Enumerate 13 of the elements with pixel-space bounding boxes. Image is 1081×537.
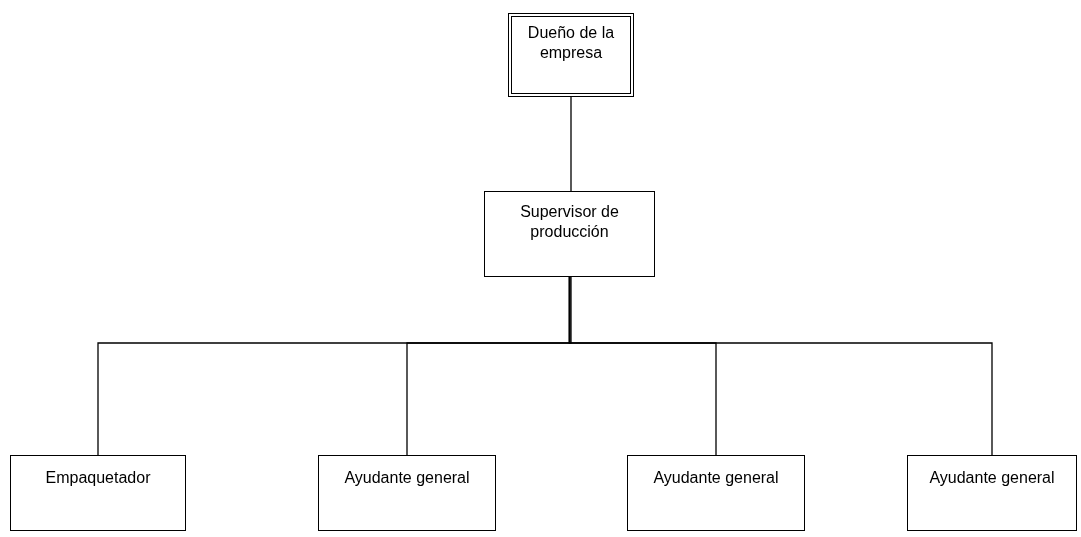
double-bordered-box <box>508 13 634 97</box>
box-label: Empaquetador <box>45 468 151 488</box>
connector-line <box>568 276 993 456</box>
org-box <box>627 455 805 531</box>
box-label: Dueño de la empresa <box>526 23 616 63</box>
box-label: Ayudante general <box>344 468 470 488</box>
box-label: Ayudante general <box>929 468 1055 488</box>
org-box <box>484 191 655 277</box>
org-box <box>907 455 1077 531</box>
box-label: Ayudante general <box>653 468 779 488</box>
org-box <box>318 455 496 531</box>
org-box <box>10 455 186 531</box>
box-label: Supervisor de producción <box>519 202 620 242</box>
